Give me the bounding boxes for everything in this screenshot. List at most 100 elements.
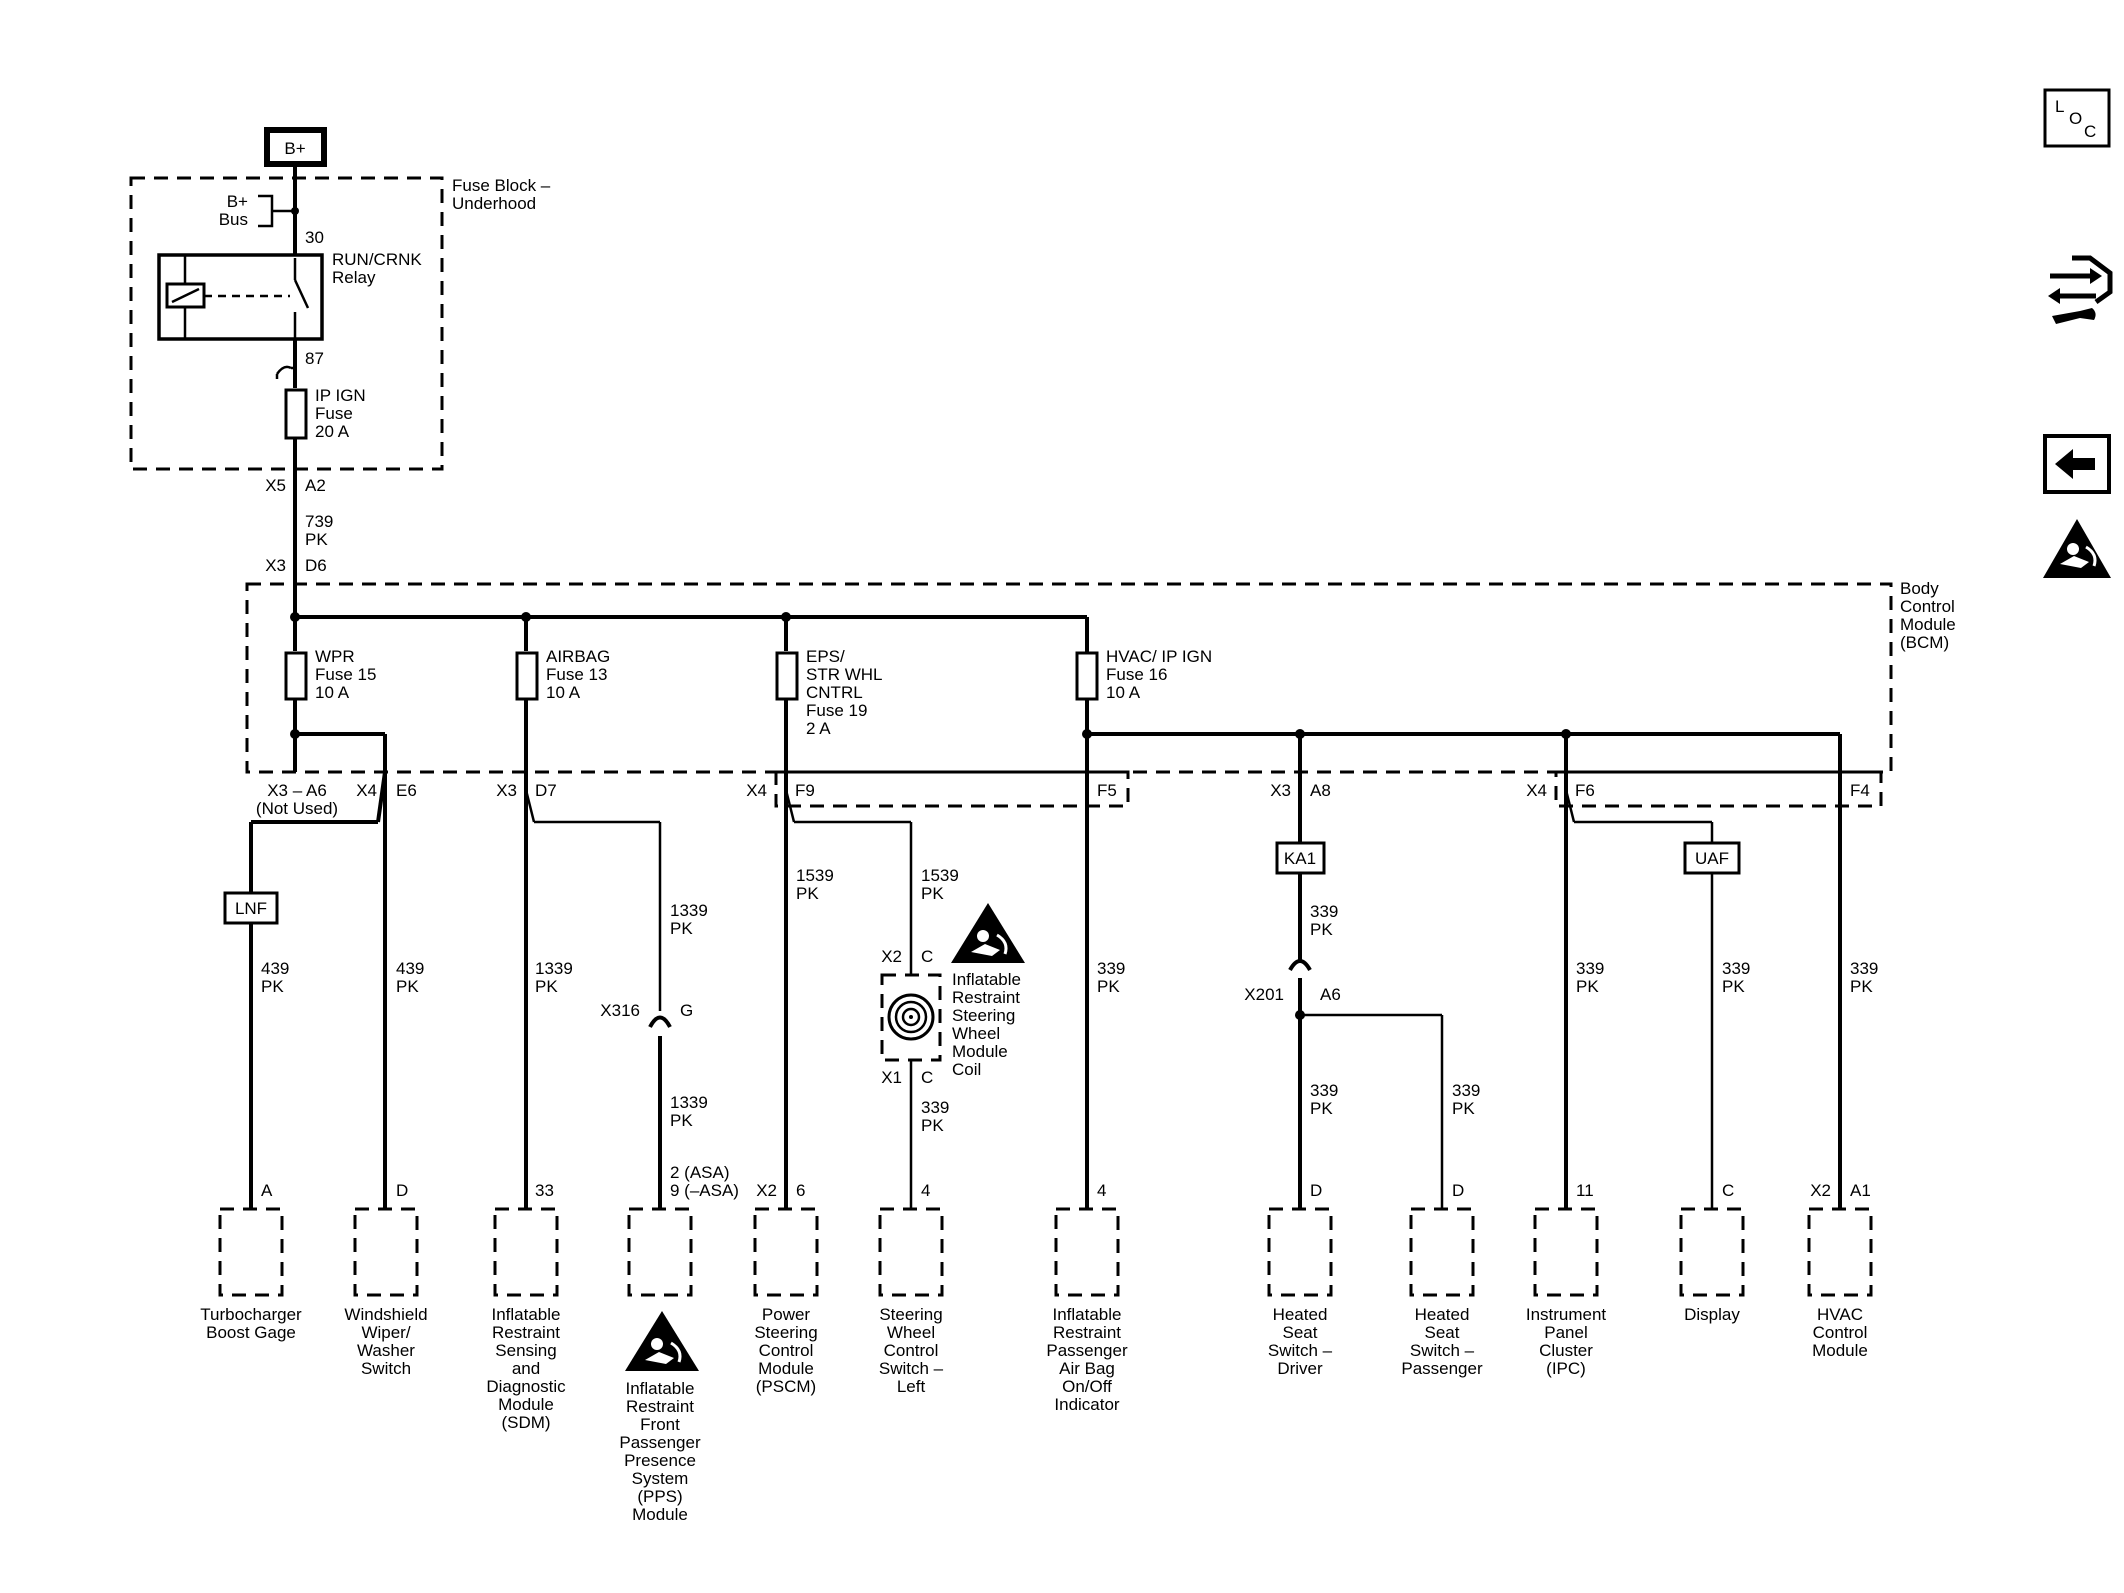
inline-x201-pin: A6 bbox=[1320, 985, 1341, 1004]
pin-ipc: 11 bbox=[1576, 1181, 1594, 1200]
connector-d6: D6 bbox=[305, 556, 327, 575]
bplus-bus-label: B+Bus bbox=[219, 192, 248, 229]
component-box-seat-driver bbox=[1267, 1207, 1333, 1297]
pps-airbag-warning-icon bbox=[625, 1311, 699, 1371]
pin-hvac-conn: X2 bbox=[1810, 1181, 1831, 1200]
pin-hvac: A1 bbox=[1850, 1181, 1871, 1200]
conn-f4: F4 bbox=[1850, 781, 1870, 800]
connector-x3-top: X3 bbox=[265, 556, 286, 575]
component-box-turbo bbox=[218, 1207, 284, 1297]
airbag-warning-nav-icon[interactable] bbox=[2043, 519, 2111, 578]
option-lnf-label: LNF bbox=[235, 899, 267, 918]
inline-x316-pin: G bbox=[680, 1001, 693, 1020]
connector-x5: X5 bbox=[265, 476, 286, 495]
component-box-ipc bbox=[1533, 1207, 1599, 1297]
option-ka1-label: KA1 bbox=[1284, 849, 1316, 868]
pin-pscm: 6 bbox=[796, 1181, 805, 1200]
conn-x3-a8-b: A8 bbox=[1310, 781, 1331, 800]
x4-f9-f5-connector bbox=[774, 770, 1130, 808]
pin-swc: 4 bbox=[921, 1181, 930, 1200]
fuse-block-underhood-outline bbox=[129, 176, 444, 471]
option-uaf-badge bbox=[1683, 841, 1741, 875]
component-box-swc bbox=[878, 1207, 944, 1297]
loc-c: C bbox=[2084, 122, 2096, 141]
component-box-display bbox=[1679, 1207, 1745, 1297]
coil-x2: X2 bbox=[881, 947, 902, 966]
conn-x3-d7-b: D7 bbox=[535, 781, 557, 800]
conn-f5: F5 bbox=[1097, 781, 1117, 800]
conn-x4-f6-b: F6 bbox=[1575, 781, 1595, 800]
back-arrow-button[interactable] bbox=[2043, 434, 2111, 494]
conn-x4-f6-a: X4 bbox=[1526, 781, 1547, 800]
conn-not-used: (Not Used) bbox=[256, 799, 338, 818]
pin-pscm-conn: X2 bbox=[756, 1181, 777, 1200]
conn-x4-e6-a: X4 bbox=[356, 781, 377, 800]
bcm-outline bbox=[245, 582, 1893, 774]
conn-x4-f9-a: X4 bbox=[746, 781, 767, 800]
hvac-ip-ign-fuse-16 bbox=[1075, 651, 1099, 701]
airbag-fuse-13 bbox=[515, 651, 539, 701]
ip-ign-fuse bbox=[284, 388, 308, 440]
conn-x3-a6: X3 – A6 bbox=[267, 781, 327, 800]
pin-seat-driver: D bbox=[1310, 1181, 1322, 1200]
pin-display: C bbox=[1722, 1181, 1734, 1200]
pin-seat-pass: D bbox=[1452, 1181, 1464, 1200]
inline-connector-x316 bbox=[648, 1015, 672, 1028]
component-box-sdm bbox=[493, 1207, 559, 1297]
component-box-hvac bbox=[1807, 1207, 1873, 1297]
component-locator-button[interactable]: L O C bbox=[2043, 88, 2111, 148]
pin-sdm: 33 bbox=[535, 1181, 554, 1200]
conn-x3-d7-a: X3 bbox=[496, 781, 517, 800]
fuse-block-label: Fuse Block –Underhood bbox=[452, 176, 551, 213]
connector-a2: A2 bbox=[305, 476, 326, 495]
component-box-pscm bbox=[753, 1207, 819, 1297]
wpr-fuse-15 bbox=[284, 651, 308, 701]
component-box-indicator bbox=[1054, 1207, 1120, 1297]
conn-x4-e6-b: E6 bbox=[396, 781, 417, 800]
battery-source-label: B+ bbox=[284, 139, 305, 158]
inline-x201: X201 bbox=[1244, 985, 1284, 1004]
x4-f6-f4-connector bbox=[1554, 770, 1883, 808]
coil-x1-pin: C bbox=[921, 1068, 933, 1087]
component-box-seat-pass bbox=[1409, 1207, 1475, 1297]
component-box-wiper bbox=[353, 1207, 419, 1297]
relay-switch-contact bbox=[293, 279, 310, 309]
conn-x4-f9-b: F9 bbox=[795, 781, 815, 800]
pin-indicator: 4 bbox=[1097, 1181, 1106, 1200]
pin-turbo: A bbox=[261, 1181, 273, 1200]
conn-x3-a8-a: X3 bbox=[1270, 781, 1291, 800]
relay-pin-30: 30 bbox=[305, 228, 324, 247]
connector-wrench-icon[interactable] bbox=[2048, 255, 2113, 324]
